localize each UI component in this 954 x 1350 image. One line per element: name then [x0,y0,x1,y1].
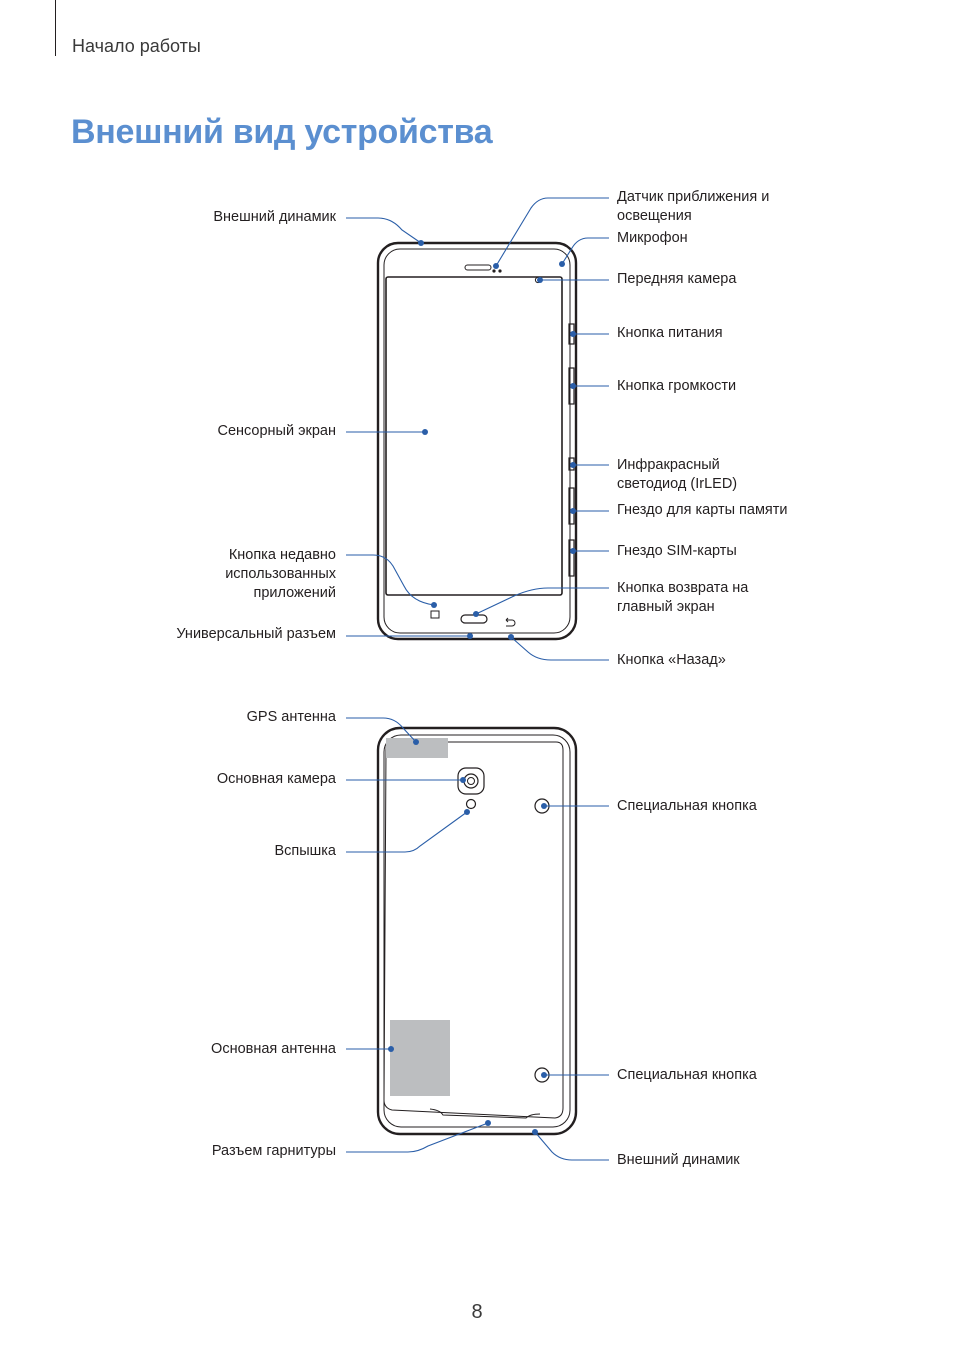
earpiece-grille [464,264,492,271]
label-volume-key: Кнопка громкости [617,378,737,394]
label-front-speaker: Внешний динамик [213,209,336,225]
label-irled: Инфракрасный светодиод (IrLED) [617,456,737,494]
label-irled-line-1: Инфракрасный [617,457,720,473]
front-body-inner [383,248,571,634]
main-antenna-area [390,1020,450,1096]
label-sim-slot: Гнездо SIM-карты [617,543,737,559]
memory-slot-shape [568,487,575,525]
label-home-key: Кнопка возврата на главный экран [617,579,748,617]
label-back-speaker: Внешний динамик [617,1152,740,1168]
front-screen [385,276,563,596]
label-gps-antenna: GPS антенна [246,709,336,725]
label-recent-apps-line-1: Кнопка недавно [228,547,336,563]
label-main-antenna: Основная антенна [211,1041,336,1057]
label-headset-jack: Разъем гарнитуры [211,1143,336,1159]
label-flash: Вспышка [274,843,336,859]
label-irled-line-2: светодиод (IrLED) [617,476,738,492]
label-home-key-line-1: Кнопка возврата на [617,580,749,596]
sensor-dot-1 [492,269,496,273]
label-recent-apps: Кнопка недавно использованных приложений [225,546,336,603]
sim-slot-shape [568,539,575,577]
label-sensor: Датчик приближения и освещения [617,188,769,226]
label-sensor-line-2: освещения [617,208,692,224]
label-special-key-bottom: Специальная кнопка [617,1067,757,1083]
label-multipurpose-jack: Универсальный разъем [176,626,336,642]
front-tablet [376,241,578,641]
label-back-key: Кнопка «Назад» [617,652,726,668]
flash-shape [465,798,477,810]
label-touchscreen: Сенсорный экран [217,423,336,439]
front-body-outer [376,241,578,641]
label-special-key-top: Специальная кнопка [617,798,757,814]
sensor-dot-2 [498,269,502,273]
label-front-camera: Передняя камера [617,271,737,287]
label-recent-apps-line-2: использованных [225,566,336,582]
label-microphone: Микрофон [617,230,688,246]
back-key-icon [505,617,516,627]
recent-apps-icon [430,610,440,619]
label-sensor-line-1: Датчик приближения и [617,189,770,205]
section-header: Начало работы [72,36,201,56]
label-rear-camera: Основная камера [216,771,336,787]
label-power-key: Кнопка питания [617,325,723,341]
label-recent-apps-line-3: приложений [253,585,336,601]
label-memory-card-slot: Гнездо для карты памяти [617,502,788,518]
page-number: 8 [471,1301,483,1323]
gps-antenna-area [386,738,448,758]
page-title: Внешний вид устройства [71,113,493,151]
label-home-key-line-2: главный экран [617,599,715,615]
margin-rule [55,0,56,56]
back-body-outer [376,726,578,1136]
